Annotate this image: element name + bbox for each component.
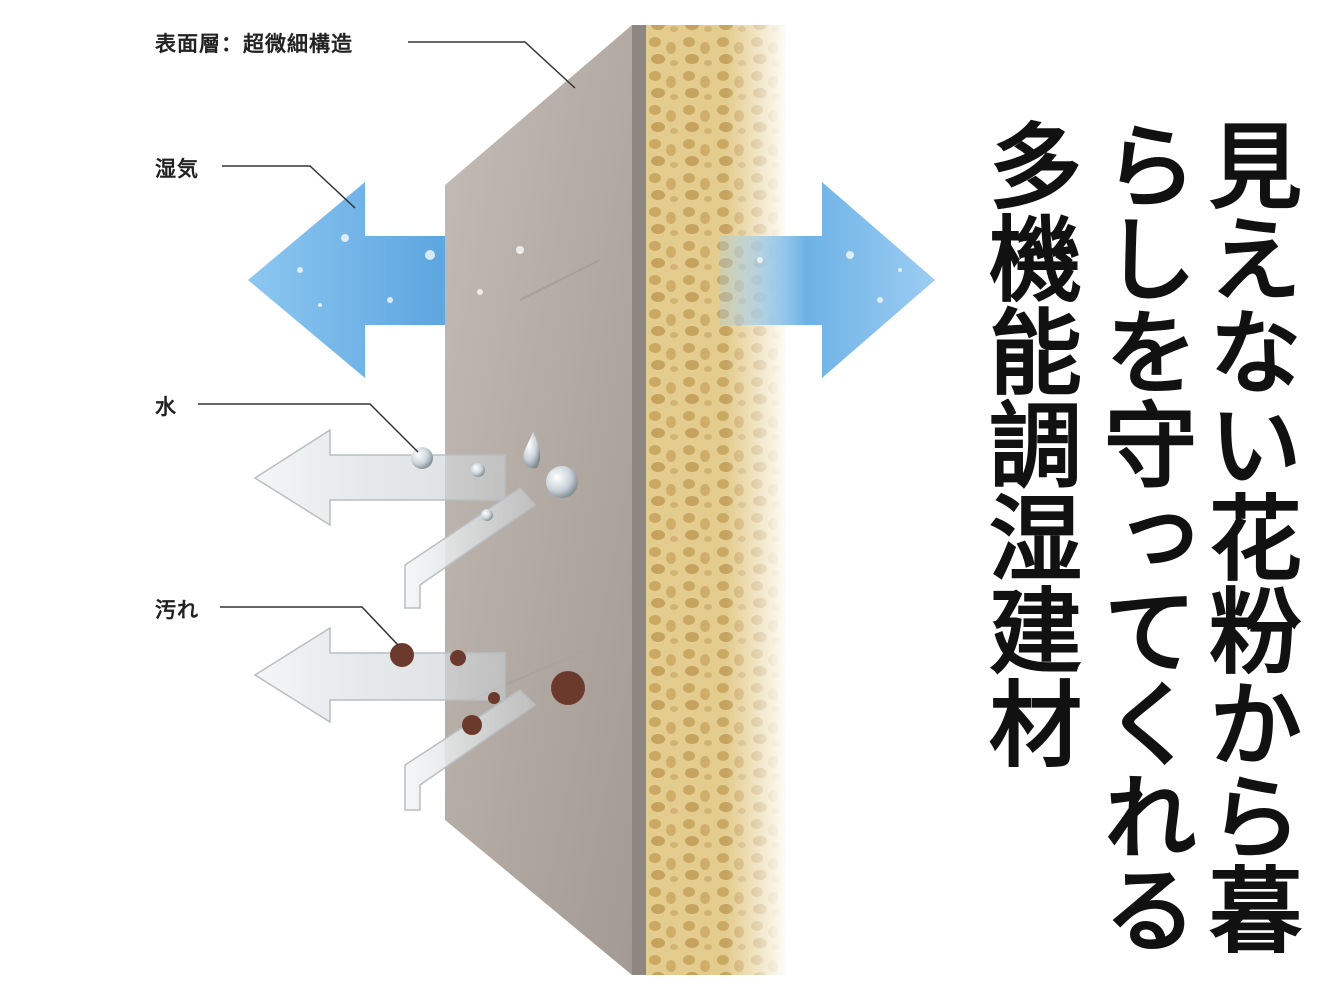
dirt-repel-arrows — [253, 626, 585, 811]
vapor-droplets — [297, 234, 902, 307]
headline-line-2: らしを守ってくれる — [1088, 118, 1196, 955]
leader-lines — [198, 41, 576, 646]
label-water: 水 — [155, 395, 177, 419]
surface-panel — [445, 25, 646, 975]
headline-line-3: 多機能調湿建材 — [973, 118, 1081, 769]
label-humidity: 湿気 — [155, 157, 199, 181]
water-repel-arrows — [253, 428, 578, 609]
porous-core — [646, 25, 786, 975]
vapor-arrow-left — [248, 182, 570, 378]
vapor-arrow-right — [720, 182, 935, 378]
label-dirt: 汚れ — [155, 598, 199, 622]
headline-line-1: 見えない花粉から暮 — [1193, 118, 1301, 955]
label-surface-layer: 表面層：超微細構造 — [155, 32, 353, 56]
